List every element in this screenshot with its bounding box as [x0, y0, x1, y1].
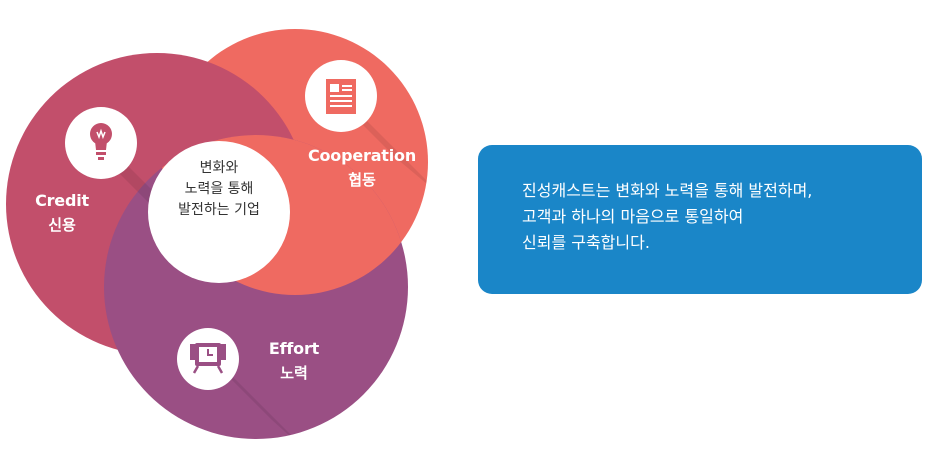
info-text-line: 진성캐스트는 변화와 노력을 통해 발전하며,	[522, 181, 813, 200]
info-text-line: 신뢰를 구축합니다.	[522, 233, 650, 252]
effort-label: Effort 노력	[255, 339, 333, 383]
venn-diagram	[6, 29, 428, 439]
center-text-line: 노력을 통해	[184, 181, 254, 197]
credit-label: Credit 신용	[22, 191, 102, 235]
info-text-line: 고객과 하나의 마음으로 통일하여	[522, 207, 744, 226]
effort-label-ko: 노력	[280, 364, 308, 382]
cooperation-label-en: Cooperation	[307, 146, 417, 165]
center-text-line: 변화와	[199, 160, 239, 176]
alarm-clock-icon	[177, 328, 239, 390]
cooperation-label: Cooperation 협동	[298, 146, 426, 190]
document-icon	[305, 60, 377, 132]
center-text-line: 발전하는 기업	[178, 202, 260, 218]
effort-label-en: Effort	[268, 339, 320, 358]
center-text: 변화와 노력을 통해 발전하는 기업	[150, 158, 288, 221]
cooperation-label-ko: 협동	[348, 171, 376, 189]
info-box: 진성캐스트는 변화와 노력을 통해 발전하며, 고객과 하나의 마음으로 통일하…	[478, 145, 922, 294]
center-circle	[148, 141, 290, 283]
credit-label-en: Credit	[35, 191, 89, 210]
info-text: 진성캐스트는 변화와 노력을 통해 발전하며, 고객과 하나의 마음으로 통일하…	[522, 178, 812, 256]
lightbulb-icon	[65, 107, 137, 179]
credit-label-ko: 신용	[48, 216, 76, 234]
